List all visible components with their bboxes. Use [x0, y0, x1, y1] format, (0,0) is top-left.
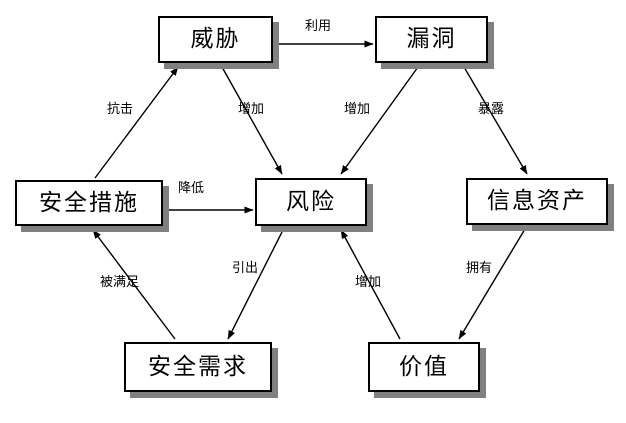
edge-requirement-to-safeguard: [92, 229, 176, 340]
node-label-safeguard: 安全措施: [39, 189, 139, 216]
edge-label-e10: 拥有: [466, 261, 493, 276]
edge-lines: [92, 40, 528, 340]
node-risk[interactable]: 风险: [255, 178, 367, 226]
edge-label-e8: 引出: [232, 261, 259, 276]
node-value[interactable]: 价值: [368, 342, 480, 392]
edge-threat-to-risk: [221, 66, 283, 175]
node-requirement[interactable]: 安全需求: [124, 342, 272, 392]
node-label-risk: 风险: [286, 188, 336, 215]
node-vulnerability[interactable]: 漏洞: [375, 16, 488, 63]
edge-safeguard-to-threat: [94, 66, 179, 179]
node-label-value: 价值: [399, 353, 449, 380]
edge-label-e4: 增加: [344, 102, 371, 117]
edge-value-to-risk: [340, 229, 401, 340]
edge-risk-to-requirement: [227, 229, 284, 340]
edge-label-e7: 被满足: [100, 275, 140, 290]
node-asset[interactable]: 信息资产: [466, 178, 608, 225]
edge-label-e1: 利用: [305, 19, 332, 34]
edge-label-e9: 增加: [355, 275, 382, 290]
node-safeguard[interactable]: 安全措施: [15, 180, 163, 226]
node-threat[interactable]: 威胁: [158, 16, 273, 63]
edge-vulnerability-to-asset: [463, 66, 528, 175]
edge-vulnerability-to-risk: [340, 66, 419, 175]
node-label-asset: 信息资产: [487, 188, 587, 214]
edge-label-e3: 增加: [238, 102, 265, 117]
node-label-requirement: 安全需求: [148, 353, 248, 380]
edge-label-e6: 降低: [178, 181, 205, 196]
node-label-threat: 威胁: [190, 26, 241, 52]
edge-label-e5: 暴露: [478, 102, 505, 117]
edge-label-e2: 抗击: [107, 102, 134, 117]
node-label-vulnerability: 漏洞: [406, 26, 457, 52]
edge-asset-to-value: [458, 228, 526, 340]
